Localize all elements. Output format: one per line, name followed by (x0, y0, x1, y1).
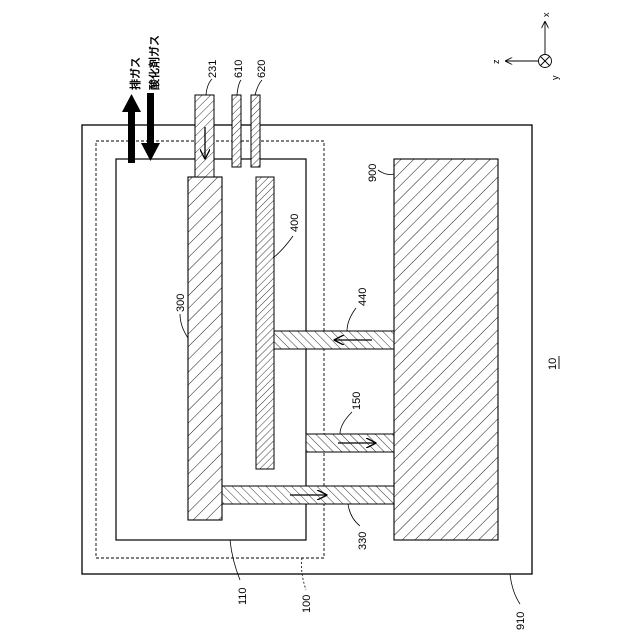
block-400 (256, 177, 274, 469)
pipe-610 (232, 95, 241, 167)
figure-number: 10 (547, 358, 559, 370)
label-330: 330 (357, 532, 369, 550)
label-300: 300 (175, 294, 187, 312)
z-axis-label: z (491, 59, 501, 64)
label-910: 910 (515, 612, 527, 630)
pipe-440 (274, 331, 394, 349)
label-900: 900 (367, 164, 379, 182)
leader-900 (378, 170, 394, 175)
leader-231 (206, 79, 212, 95)
leader-910 (510, 574, 520, 604)
leader-150 (340, 412, 352, 434)
oxidant-arrow (141, 93, 160, 161)
label-400: 400 (289, 214, 301, 232)
exhaust-arrow (122, 94, 141, 163)
label-231: 231 (207, 60, 219, 78)
label-610: 610 (233, 60, 245, 78)
pipe-620 (251, 95, 260, 167)
y-axis-label: y (550, 75, 560, 80)
block-900 (394, 159, 498, 540)
leader-610 (237, 80, 241, 95)
leader-300 (180, 314, 188, 338)
axes-indicator (506, 22, 552, 68)
x-axis-label: x (541, 12, 551, 17)
leader-330 (348, 504, 360, 526)
label-110: 110 (237, 587, 249, 605)
oxidant-label: 酸化剤ガス (147, 35, 161, 90)
leader-620 (255, 80, 262, 95)
exhaust-label: 排ガス (128, 57, 142, 90)
label-620: 620 (256, 60, 268, 78)
leader-440 (347, 308, 356, 331)
block-300 (188, 177, 222, 520)
label-440: 440 (357, 288, 369, 306)
leader-400 (273, 236, 293, 258)
label-150: 150 (351, 392, 363, 410)
label-100: 100 (301, 595, 313, 613)
